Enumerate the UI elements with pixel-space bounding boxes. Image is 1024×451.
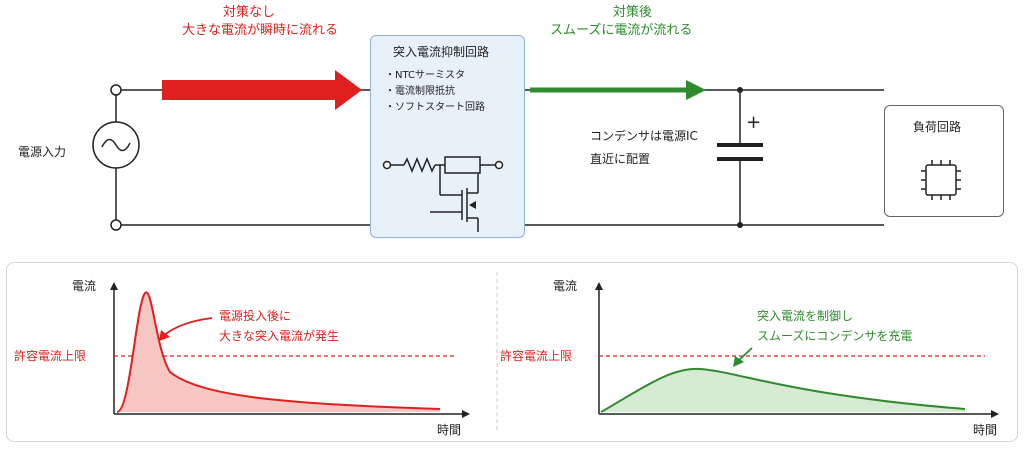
left-annotation-line1: 電源投入後に xyxy=(219,309,292,323)
right-y-axis-label: 電流 xyxy=(553,279,578,293)
circuit-diagram xyxy=(92,70,961,232)
capacitor-note-line2: 直近に配置 xyxy=(590,152,651,166)
capacitor-note-line1: コンデンサは電源IC xyxy=(590,129,698,143)
junction-dot-bottom xyxy=(737,222,743,228)
inrush-item-ntc: ・NTCサーミスタ xyxy=(385,70,465,81)
ac-source-icon xyxy=(92,121,140,169)
input-terminal-top xyxy=(110,84,122,96)
before-desc: 大きな電流が瞬時に流れる xyxy=(182,23,339,38)
after-desc: スムーズに電流が流れる xyxy=(550,23,693,38)
left-y-axis-label: 電流 xyxy=(72,279,97,293)
capacitor-plus-sign: + xyxy=(746,112,762,133)
power-input-label: 電源入力 xyxy=(18,145,67,159)
chip-icon xyxy=(921,160,961,200)
after-title: 対策後 xyxy=(613,5,653,20)
inrush-suppression-box xyxy=(370,35,525,238)
right-limit-label: 許容電流上限 xyxy=(500,349,573,363)
inrush-item-resistor: ・電流制限抵抗 xyxy=(385,86,455,97)
junction-dot-top xyxy=(737,87,743,93)
right-x-axis-label: 時間 xyxy=(973,423,998,437)
left-annotation-line2: 大きな突入電流が発生 xyxy=(219,329,340,343)
left-limit-label: 許容電流上限 xyxy=(14,349,87,363)
load-circuit-label: 負荷回路 xyxy=(913,120,962,134)
input-terminal-bottom xyxy=(110,219,122,231)
inrush-item-softstart: ・ソフトスタート回路 xyxy=(385,102,485,113)
before-title: 対策なし xyxy=(223,5,276,20)
capacitor-icon xyxy=(717,143,763,161)
inrush-schematic-icon xyxy=(382,156,504,232)
large-current-arrow xyxy=(162,70,362,110)
circuit-wires xyxy=(115,89,884,226)
left-x-axis-label: 時間 xyxy=(437,423,462,437)
smooth-current-arrow xyxy=(530,80,706,100)
right-annotation-line2: スムーズにコンデンサを充電 xyxy=(757,329,913,343)
load-circuit-box xyxy=(884,105,1004,217)
right-annotation-line1: 突入電流を制御し xyxy=(757,309,854,323)
inrush-box-title: 突入電流抑制回路 xyxy=(393,45,490,59)
